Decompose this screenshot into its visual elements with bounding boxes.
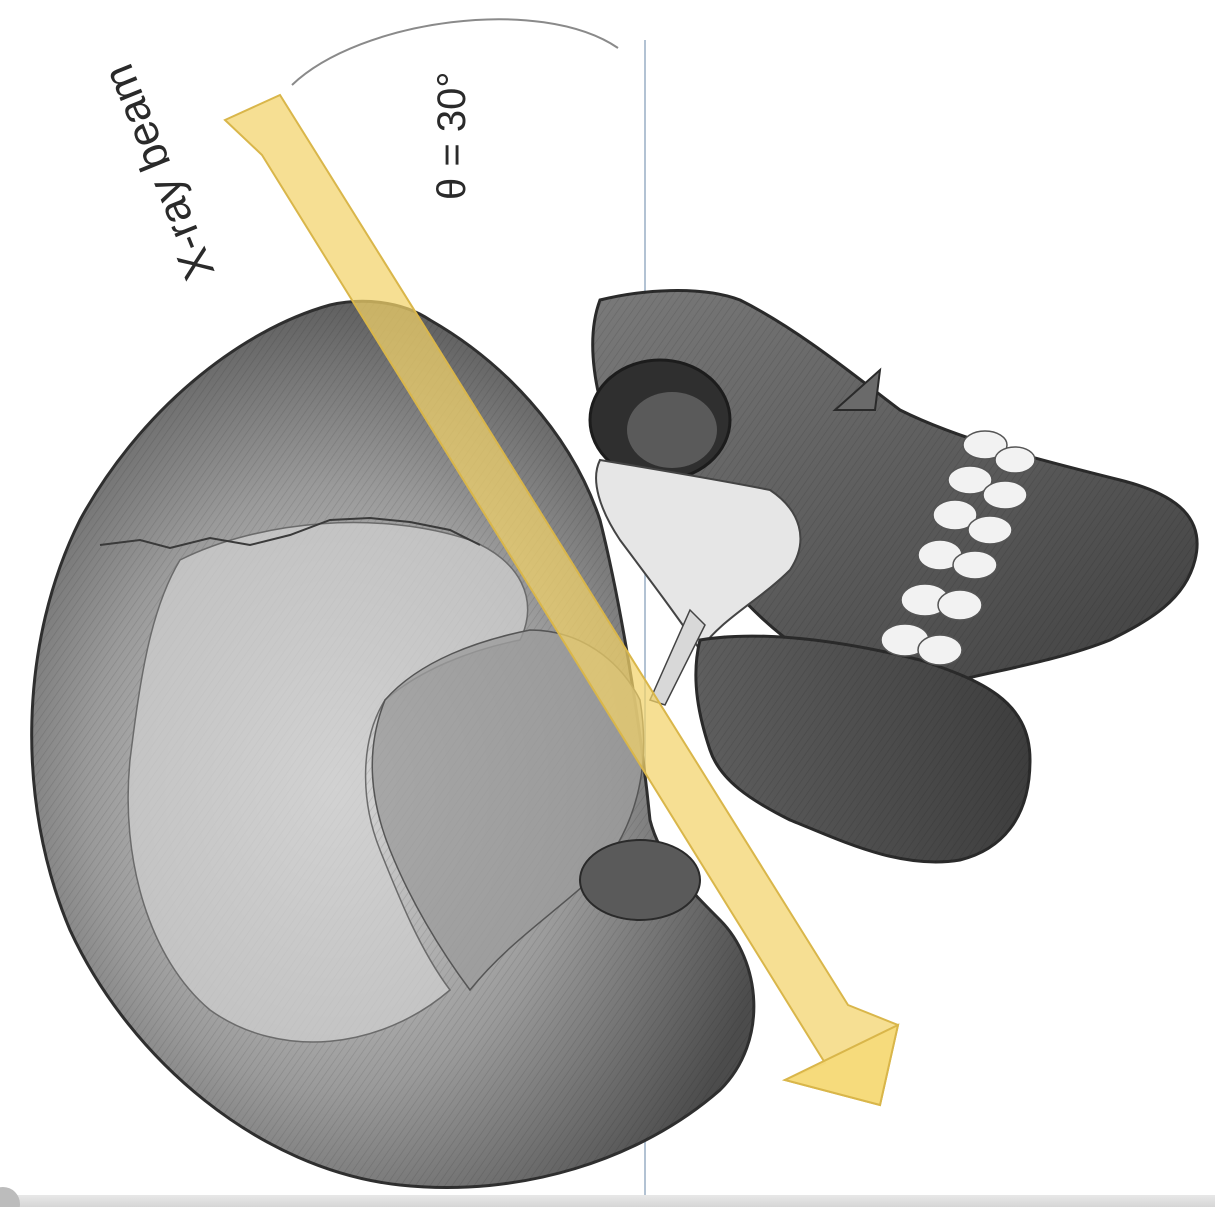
angle-label: θ = 30° [430, 72, 474, 200]
skull-illustration [32, 291, 1197, 1188]
mastoid-process [580, 840, 700, 920]
bottom-scroll-bar [0, 1195, 1215, 1207]
xray-beam-label: X-ray beam [94, 57, 225, 286]
